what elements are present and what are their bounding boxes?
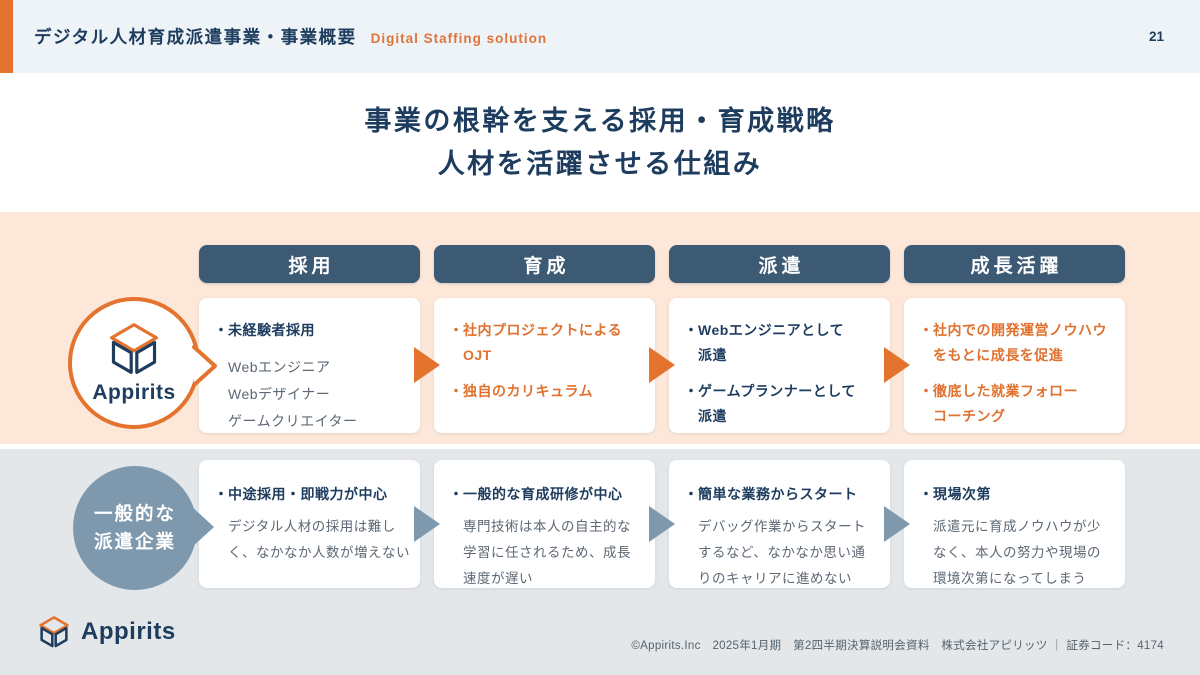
appirits-wordmark: Appirits bbox=[92, 381, 176, 404]
footer-copyright: ©Appirits.Inc 2025年1月期 第2四半期決算説明会資料 株式会社… bbox=[631, 640, 1164, 652]
card-sub-item: Webデザイナー bbox=[228, 386, 331, 402]
column-header-recruit: 採用 bbox=[199, 245, 420, 283]
main-title-line1: 事業の根幹を支える採用・育成戦略 bbox=[364, 105, 836, 136]
generic-card-recruit: ・中途採用・即戦力が中心 デジタル人材の採用は難し く、なかなか人数が増えない bbox=[199, 460, 420, 588]
bubble-tail bbox=[190, 505, 214, 549]
footer-logo: Appirits bbox=[36, 614, 176, 650]
card-body-line: なく、本人の努力や現場の bbox=[933, 545, 1101, 560]
header-bar: デジタル人材育成派遣事業・事業概要 Digital Staffing solut… bbox=[0, 0, 1200, 73]
card-body-line: 学習に任されるため、成長 bbox=[463, 545, 631, 560]
card-item-heading: ・独自のカリキュラム bbox=[449, 383, 594, 399]
right-arrow-icon bbox=[649, 347, 675, 383]
appirits-card-recruit: ・未経験者採用 Webエンジニア Webデザイナー ゲームクリエイター bbox=[199, 298, 420, 433]
card-body-line: く、なかなか人数が増えない bbox=[228, 545, 410, 560]
card-item-heading: ・徹底した就業フォロー bbox=[919, 383, 1078, 399]
generic-card-growth: ・現場次第 派遣元に育成ノウハウが少 なく、本人の努力や現場の 環境次第になって… bbox=[904, 460, 1125, 588]
card-body-line: 派遣元に育成ノウハウが少 bbox=[933, 519, 1101, 534]
card-item-heading: ・未経験者採用 bbox=[214, 322, 315, 338]
main-title-line2: 人材を活躍させる仕組み bbox=[437, 148, 763, 179]
card-item-heading: ・社内での開発運営ノウハウ bbox=[919, 322, 1107, 338]
appirits-card-dispatch: ・Webエンジニアとして 派遣 ・ゲームプランナーとして 派遣 bbox=[669, 298, 890, 433]
right-arrow-icon bbox=[884, 506, 910, 542]
card-body-line: りのキャリアに進めない bbox=[698, 571, 852, 586]
generic-card-dispatch: ・簡単な業務からスタート デバッグ作業からスタート するなど、なかなか思い通 り… bbox=[669, 460, 890, 588]
card-item-line: OJT bbox=[463, 347, 492, 363]
card-body-line: するなど、なかなか思い通 bbox=[698, 545, 866, 560]
appirits-cube-icon bbox=[39, 616, 69, 648]
card-body-line: 環境次第になってしまう bbox=[933, 571, 1087, 586]
generic-card-training: ・一般的な育成研修が中心 専門技術は本人の自主的な 学習に任されるため、成長 速… bbox=[434, 460, 655, 588]
card-item-heading: ・簡単な業務からスタート bbox=[684, 486, 858, 502]
card-item-heading: ・社内プロジェクトによる bbox=[449, 322, 623, 338]
section-title: デジタル人材育成派遣事業・事業概要 bbox=[34, 27, 357, 47]
main-title: 事業の根幹を支える採用・育成戦略 人材を活躍させる仕組み bbox=[0, 73, 1200, 212]
generic-label-line2: 派遣企業 bbox=[93, 531, 176, 552]
right-arrow-icon bbox=[884, 347, 910, 383]
card-item-line: 派遣 bbox=[698, 347, 727, 363]
appirits-card-growth: ・社内での開発運営ノウハウ をもとに成長を促進 ・徹底した就業フォロー コーチン… bbox=[904, 298, 1125, 433]
appirits-card-training: ・社内プロジェクトによる OJT ・独自のカリキュラム bbox=[434, 298, 655, 433]
footer-wordmark: Appirits bbox=[81, 618, 176, 645]
column-header-training: 育成 bbox=[434, 245, 655, 283]
card-sub-item: Webエンジニア bbox=[228, 359, 331, 375]
column-header-growth: 成長活躍 bbox=[904, 245, 1125, 283]
card-sub-item: ゲームクリエイター bbox=[228, 413, 358, 429]
card-item-line: をもとに成長を促進 bbox=[933, 347, 1064, 363]
header-titles: デジタル人材育成派遣事業・事業概要 Digital Staffing solut… bbox=[34, 0, 547, 73]
generic-company-bubble: 一般的な 派遣企業 bbox=[73, 466, 197, 590]
accent-bar bbox=[0, 0, 13, 73]
card-body-line: 速度が遅い bbox=[463, 571, 533, 586]
right-arrow-icon bbox=[649, 506, 675, 542]
right-arrow-icon bbox=[414, 506, 440, 542]
right-arrow-icon bbox=[414, 347, 440, 383]
card-item-heading: ・一般的な育成研修が中心 bbox=[449, 486, 623, 502]
section-subtitle: Digital Staffing solution bbox=[370, 30, 548, 46]
appirits-logo-bubble: Appirits bbox=[68, 297, 200, 429]
card-item-heading: ・Webエンジニアとして bbox=[684, 322, 845, 338]
card-item-line: 派遣 bbox=[698, 408, 727, 424]
bubble-tail bbox=[192, 345, 217, 387]
column-header-dispatch: 派遣 bbox=[669, 245, 890, 283]
card-body-line: デバッグ作業からスタート bbox=[698, 519, 866, 534]
card-item-line: コーチング bbox=[933, 408, 1006, 424]
card-body-line: デジタル人材の採用は難し bbox=[228, 519, 396, 534]
appirits-cube-icon bbox=[110, 323, 158, 374]
card-item-heading: ・現場次第 bbox=[919, 486, 991, 502]
card-item-heading: ・ゲームプランナーとして bbox=[684, 383, 856, 399]
card-item-heading: ・中途採用・即戦力が中心 bbox=[214, 486, 388, 502]
generic-label-line1: 一般的な bbox=[93, 503, 176, 524]
page-number: 21 bbox=[1148, 29, 1164, 44]
card-body-line: 専門技術は本人の自主的な bbox=[463, 519, 631, 534]
